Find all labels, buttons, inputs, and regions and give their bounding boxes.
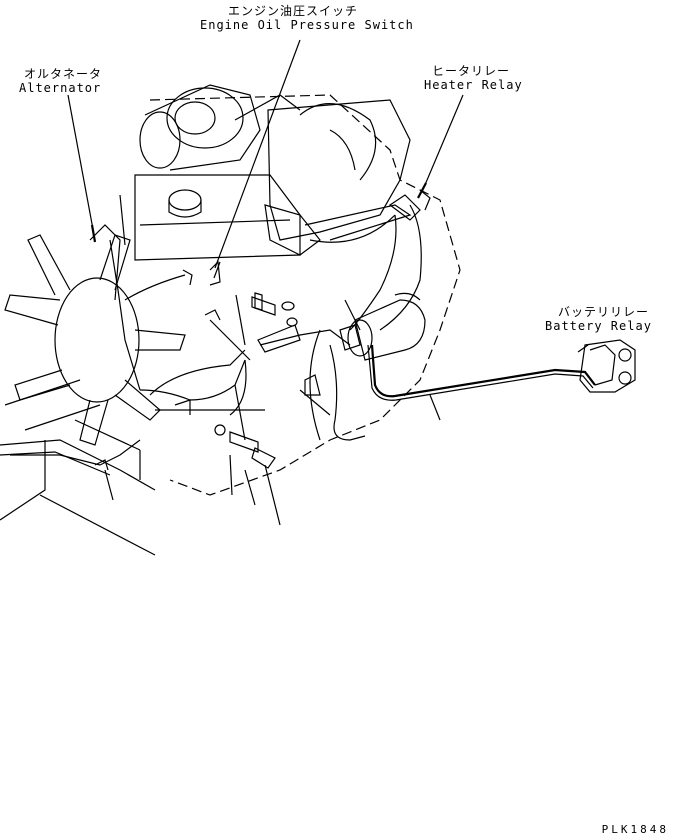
heater-relay-label-en: Heater Relay bbox=[424, 78, 523, 92]
oil-switch-label-en: Engine Oil Pressure Switch bbox=[200, 18, 414, 32]
wiring-harness bbox=[10, 204, 422, 466]
battery-relay-label-jp: バッテリリレー bbox=[558, 305, 650, 319]
alternator-label-jp: オルタネータ bbox=[24, 67, 103, 81]
leader-lines bbox=[67, 39, 464, 526]
cooling-fan bbox=[4, 224, 186, 446]
drawing-code: PLK1848 bbox=[601, 823, 669, 836]
bolts-and-parts bbox=[94, 189, 431, 471]
oil-switch-label-jp: エンジン油圧スイッチ bbox=[228, 4, 359, 18]
alternator-label-en: Alternator bbox=[19, 81, 102, 95]
battery-relay bbox=[577, 339, 636, 393]
heater-relay-label-jp: ヒータリレー bbox=[432, 64, 511, 78]
frame-lines bbox=[0, 379, 156, 556]
battery-relay-label-en: Battery Relay bbox=[545, 319, 652, 333]
battery-relay-cable bbox=[367, 344, 596, 401]
engine-block bbox=[134, 84, 461, 496]
starter-motor bbox=[339, 292, 426, 361]
